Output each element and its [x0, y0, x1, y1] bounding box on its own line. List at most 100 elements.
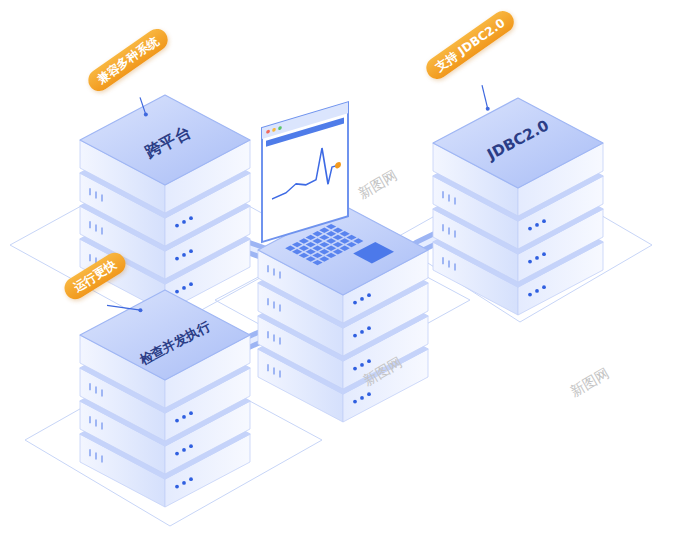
key — [319, 242, 329, 247]
slab-top — [80, 95, 250, 185]
vent-mark — [273, 335, 275, 342]
status-dot — [367, 293, 371, 297]
node-text: 运行更快 — [71, 257, 119, 294]
leader-line — [107, 305, 142, 312]
status-dot — [528, 293, 532, 297]
status-dot — [175, 290, 179, 294]
window-dot — [266, 129, 270, 134]
window-dot — [278, 126, 282, 131]
status-dot — [182, 253, 186, 257]
key — [326, 238, 336, 243]
node-text: 支持 JDBC2.0 — [432, 16, 507, 74]
chart-line — [272, 143, 338, 201]
vent-mark — [101, 228, 103, 235]
status-dot — [353, 400, 357, 404]
status-dot — [360, 330, 364, 334]
key — [312, 253, 322, 258]
status-dot — [189, 216, 193, 220]
status-dot — [175, 257, 179, 261]
status-dot — [535, 223, 539, 227]
key — [312, 260, 322, 265]
status-dot — [182, 448, 186, 452]
key — [292, 249, 302, 254]
status-dot — [367, 392, 371, 396]
leader-line — [482, 85, 490, 110]
key — [285, 246, 295, 251]
watermark: 新图网 — [355, 167, 400, 204]
key — [333, 242, 343, 247]
key — [306, 249, 316, 254]
key — [340, 231, 350, 236]
chart-point — [335, 161, 341, 169]
key — [312, 246, 322, 251]
key — [326, 224, 336, 229]
vent-mark — [89, 221, 91, 228]
key — [333, 228, 343, 233]
status-dot — [175, 419, 179, 423]
vent-mark — [101, 195, 103, 202]
key — [319, 249, 329, 254]
status-dot — [353, 334, 357, 338]
vent-mark — [89, 449, 91, 456]
touchpad — [353, 242, 394, 264]
vent-mark — [89, 254, 91, 261]
window-dot — [272, 128, 276, 133]
status-dot — [535, 289, 539, 293]
status-dot — [360, 363, 364, 367]
vent-mark — [267, 331, 269, 338]
slab-top — [433, 98, 603, 188]
key — [346, 242, 356, 247]
key — [306, 242, 316, 247]
leader-dot — [138, 308, 142, 312]
key — [299, 238, 309, 243]
status-dot — [189, 282, 193, 286]
leader-stroke — [107, 305, 140, 310]
leader-dot — [486, 107, 490, 111]
status-dot — [182, 286, 186, 290]
key — [326, 231, 336, 236]
key — [306, 235, 316, 240]
key — [299, 253, 309, 258]
key — [306, 256, 316, 261]
leader-stroke — [140, 97, 146, 114]
vent-mark — [279, 338, 281, 345]
vent-mark — [454, 231, 456, 238]
vent-mark — [442, 224, 444, 231]
vent-mark — [101, 456, 103, 463]
status-dot — [189, 444, 193, 448]
leader-dot — [144, 113, 148, 117]
vent-mark — [273, 269, 275, 276]
status-dot — [182, 481, 186, 485]
status-dot — [542, 252, 546, 256]
vent-mark — [273, 302, 275, 309]
status-dot — [353, 301, 357, 305]
status-dot — [367, 359, 371, 363]
vent-mark — [279, 305, 281, 312]
vent-mark — [95, 225, 97, 232]
vent-mark — [279, 371, 281, 378]
vent-mark — [273, 368, 275, 375]
status-dot — [360, 396, 364, 400]
key — [292, 242, 302, 247]
vent-mark — [101, 390, 103, 397]
key — [333, 235, 343, 240]
status-dot — [175, 224, 179, 228]
key — [353, 238, 363, 243]
status-dot — [542, 219, 546, 223]
vent-mark — [267, 265, 269, 272]
key — [312, 238, 322, 243]
key — [340, 238, 350, 243]
key — [346, 235, 356, 240]
vent-mark — [442, 257, 444, 264]
vent-mark — [454, 198, 456, 205]
vent-mark — [95, 453, 97, 460]
vent-mark — [454, 264, 456, 271]
key — [326, 246, 336, 251]
key — [333, 249, 343, 254]
key — [299, 246, 309, 251]
vent-mark — [442, 191, 444, 198]
key — [319, 256, 329, 261]
status-dot — [175, 452, 179, 456]
vent-mark — [279, 272, 281, 279]
